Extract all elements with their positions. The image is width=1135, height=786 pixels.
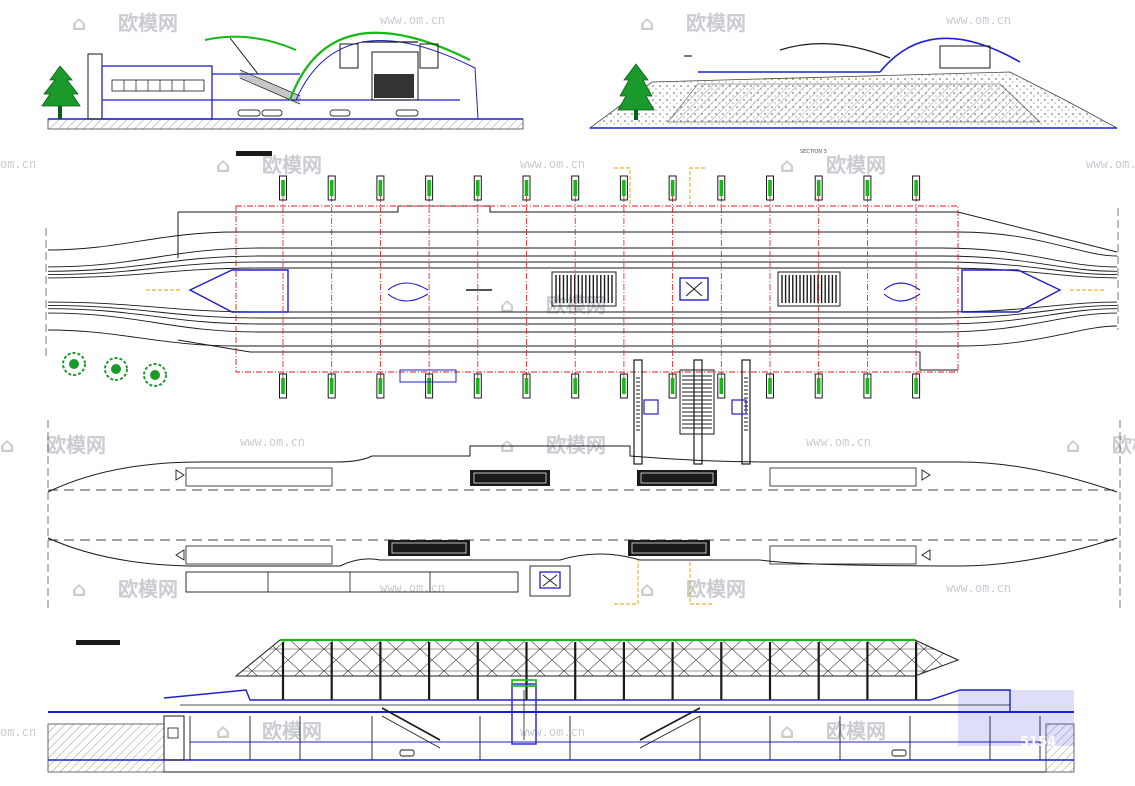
elevator-icon	[679, 277, 709, 301]
column-top	[473, 175, 482, 201]
rail-track	[47, 261, 1118, 276]
column-bottom	[279, 373, 287, 399]
column-bottom	[327, 373, 336, 399]
bus-icon	[628, 540, 710, 556]
rail-track	[47, 247, 1118, 268]
watermark-brand: 欧模网	[262, 153, 322, 177]
column-bottom	[522, 373, 531, 399]
shrub-icon	[143, 363, 167, 387]
cross-section-left	[41, 31, 524, 130]
road-plan	[45, 208, 1121, 610]
column-top	[327, 175, 336, 201]
rail-track	[47, 231, 1118, 257]
sofa-icon: ⌂	[640, 577, 654, 601]
watermark-layer: 欧模网 ⌂ 欧模网 ⌂ 欧模网 ⌂ 欧模网 ⌂ 欧模网 ⌂ 欧模网 ⌂ 欧模网 ⌂ 欧模网 ⌂ 欧模网 ⌂ 欧模网 ⌂…	[0, 11, 1135, 743]
column-bottom	[863, 373, 872, 399]
platform-plan: SECTION 3	[47, 149, 1118, 605]
watermark-domain: om.cn	[0, 157, 36, 171]
column-bottom	[717, 373, 726, 399]
column-bottom	[376, 373, 385, 399]
column-top	[522, 175, 531, 201]
watermark-brand: 欧模网	[546, 433, 606, 457]
column-top	[814, 175, 823, 201]
column-bottom	[619, 373, 628, 399]
sofa-icon: ⌂	[500, 293, 514, 317]
column-bottom	[425, 373, 434, 399]
watermark-brand: 欧模网	[826, 719, 886, 743]
column-bottom	[668, 373, 677, 399]
watermark-url: www.om.cn	[240, 435, 305, 449]
watermark-brand: 欧模网	[46, 433, 106, 457]
rail-track	[47, 255, 1118, 272]
column-bottom	[814, 373, 823, 399]
drawing-stamp: 5154	[1020, 735, 1056, 750]
watermark-url: www.om.cn	[1086, 157, 1135, 171]
tree-icon	[617, 63, 655, 120]
tree-icon	[41, 65, 81, 119]
sofa-icon: ⌂	[780, 719, 794, 743]
column-top	[717, 175, 726, 201]
column-top	[668, 175, 677, 201]
watermark-brand: 欧模网	[262, 719, 322, 743]
column-top	[912, 175, 921, 201]
stair-tower	[399, 359, 751, 465]
longitudinal-section: 5154	[47, 638, 1075, 773]
elevation-right	[588, 37, 1118, 129]
rail-track	[47, 312, 1118, 333]
watermark-domain: om.cn	[0, 725, 36, 739]
column-bottom	[766, 373, 774, 399]
column-top	[619, 175, 628, 201]
rail-track	[47, 304, 1118, 319]
sofa-icon: ⌂	[72, 577, 86, 601]
shrub-icon	[104, 357, 128, 381]
column-bottom	[473, 373, 482, 399]
watermark-url: www.om.cn	[380, 13, 445, 27]
sofa-icon: ⌂	[640, 11, 654, 35]
watermark-url: www.om.cn	[520, 725, 585, 739]
watermark-url: www.om.cn	[946, 13, 1011, 27]
column-bottom	[912, 373, 921, 399]
column-top	[571, 175, 580, 201]
sofa-icon: ⌂	[72, 11, 86, 35]
shrub-icon	[62, 352, 86, 376]
watermark-brand: 欧模网	[1112, 433, 1135, 457]
column-top	[279, 175, 287, 201]
column-top	[766, 175, 774, 201]
bus-icon	[637, 470, 717, 486]
column-top	[863, 175, 872, 201]
rail-track	[47, 308, 1118, 325]
bus-icon	[470, 470, 550, 486]
watermark-url: www.om.cn	[806, 435, 871, 449]
rail-track	[47, 325, 1118, 347]
bus-icon	[388, 540, 470, 556]
watermark-brand: 欧模网	[826, 153, 886, 177]
column-top	[376, 175, 385, 201]
watermark-brand: 欧模网	[118, 11, 178, 35]
sofa-icon: ⌂	[500, 433, 514, 457]
watermark-url: www.om.cn	[380, 581, 445, 595]
section-label: SECTION 3	[800, 149, 827, 155]
sofa-icon: ⌂	[216, 153, 230, 177]
escalator-block	[551, 271, 617, 307]
watermark-brand: 欧模网	[118, 577, 178, 601]
escalator-block	[777, 271, 841, 307]
sofa-icon: ⌂	[0, 433, 14, 457]
rail-track	[47, 267, 1118, 279]
sofa-icon: ⌂	[216, 719, 230, 743]
column-top	[425, 175, 434, 201]
sofa-icon: ⌂	[780, 153, 794, 177]
sofa-icon: ⌂	[1066, 433, 1080, 457]
elevator-icon	[539, 571, 561, 589]
column-bottom	[571, 373, 580, 399]
watermark-url: www.om.cn	[946, 581, 1011, 595]
watermark-brand: 欧模网	[686, 577, 746, 601]
watermark-brand: 欧模网	[686, 11, 746, 35]
watermark-url: www.om.cn	[520, 157, 585, 171]
